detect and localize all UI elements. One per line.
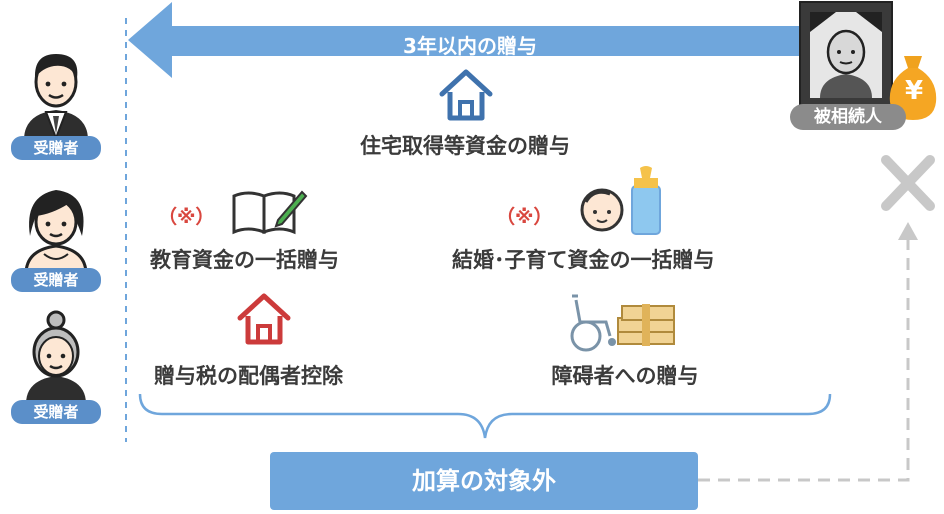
deceased-badge: 被相続人 (790, 104, 906, 130)
wheelchair-money-icon (570, 294, 675, 352)
notebook-pen-icon (232, 190, 308, 235)
deceased-portrait-icon (799, 1, 893, 107)
recipient-man: 受贈者 (6, 42, 106, 162)
yen-symbol: ¥ (904, 76, 924, 106)
spousal-deduction-label: 贈与税の配偶者控除 (154, 364, 343, 388)
cross-mark-icon (881, 155, 935, 211)
marriage-gift-label: 結婚･子育て資金の一括贈与 (452, 248, 715, 272)
note-mark: （※） (158, 206, 215, 228)
man-avatar-icon (24, 54, 88, 141)
disability-gift-label: 障碍者への贈与 (551, 364, 699, 388)
timeline-dashed-line (125, 18, 127, 442)
gift-arrow (128, 2, 806, 78)
baby-bottle-icon (580, 166, 661, 235)
result-box: 加算の対象外 (270, 452, 698, 510)
grouping-brace (138, 393, 832, 439)
arrow-label: 3年以内の贈与 (403, 34, 537, 58)
education-gift-label: 教育資金の一括贈与 (150, 248, 339, 272)
grandmother-avatar-icon (26, 310, 86, 404)
house-red-icon (237, 293, 291, 345)
deceased: ¥ 被相続人 (790, 0, 940, 132)
recipient-badge: 受贈者 (11, 136, 101, 160)
recipient-badge: 受贈者 (11, 268, 101, 292)
recipient-woman: 受贈者 (6, 176, 106, 296)
house-blue-icon (439, 69, 493, 121)
woman-avatar-icon (24, 190, 88, 276)
housing-gift-label: 住宅取得等資金の贈与 (360, 134, 570, 158)
recipient-elder: 受贈者 (6, 306, 106, 426)
excluded-path (698, 222, 918, 482)
note-mark: （※） (496, 206, 553, 228)
recipient-badge: 受贈者 (11, 400, 101, 424)
result-label: 加算の対象外 (412, 467, 556, 495)
